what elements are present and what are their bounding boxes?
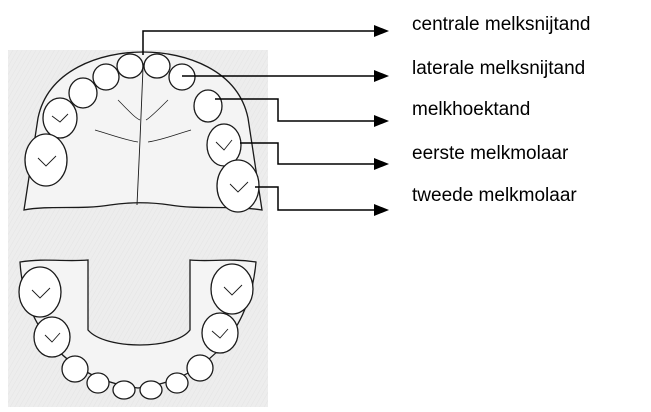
label-centrale-melksnijtand: centrale melksnijtand <box>412 15 590 34</box>
upper-first-molar-left <box>43 98 77 138</box>
lower-second-molar-right <box>211 264 253 314</box>
lower-second-molar-left <box>19 267 61 317</box>
arrow-head-icon <box>374 158 389 170</box>
upper-canine-left <box>69 78 97 108</box>
lower-lateral-incisor-left <box>87 373 109 393</box>
lower-canine-left <box>62 356 88 382</box>
upper-lateral-incisor-left <box>93 64 119 90</box>
upper-second-molar-right <box>217 160 259 212</box>
lower-canine-right <box>187 355 213 381</box>
arrow-head-icon <box>374 115 389 127</box>
lower-first-molar-right <box>202 313 238 353</box>
arrow-head-icon <box>374 204 389 216</box>
leader-tweede-melkmolaar <box>255 187 375 210</box>
upper-second-molar-left <box>25 134 67 186</box>
label-melkhoektand: melkhoektand <box>412 100 530 119</box>
arrow-head-icon <box>374 70 389 82</box>
upper-central-incisor-left <box>117 54 143 78</box>
upper-central-incisor-right <box>144 54 170 78</box>
label-laterale-melksnijtand: laterale melksnijtand <box>412 59 585 78</box>
arrow-head-icon <box>374 25 389 37</box>
lower-first-molar-left <box>34 317 70 357</box>
lower-central-incisor-right <box>140 381 162 399</box>
label-tweede-melkmolaar: tweede melkmolaar <box>412 186 577 205</box>
upper-lateral-incisor-right <box>169 64 195 90</box>
lower-central-incisor-left <box>113 381 135 399</box>
upper-canine-right <box>194 90 222 122</box>
arrow-heads <box>374 25 389 216</box>
lower-lateral-incisor-right <box>166 373 188 393</box>
label-eerste-melkmolaar: eerste melkmolaar <box>412 144 568 163</box>
